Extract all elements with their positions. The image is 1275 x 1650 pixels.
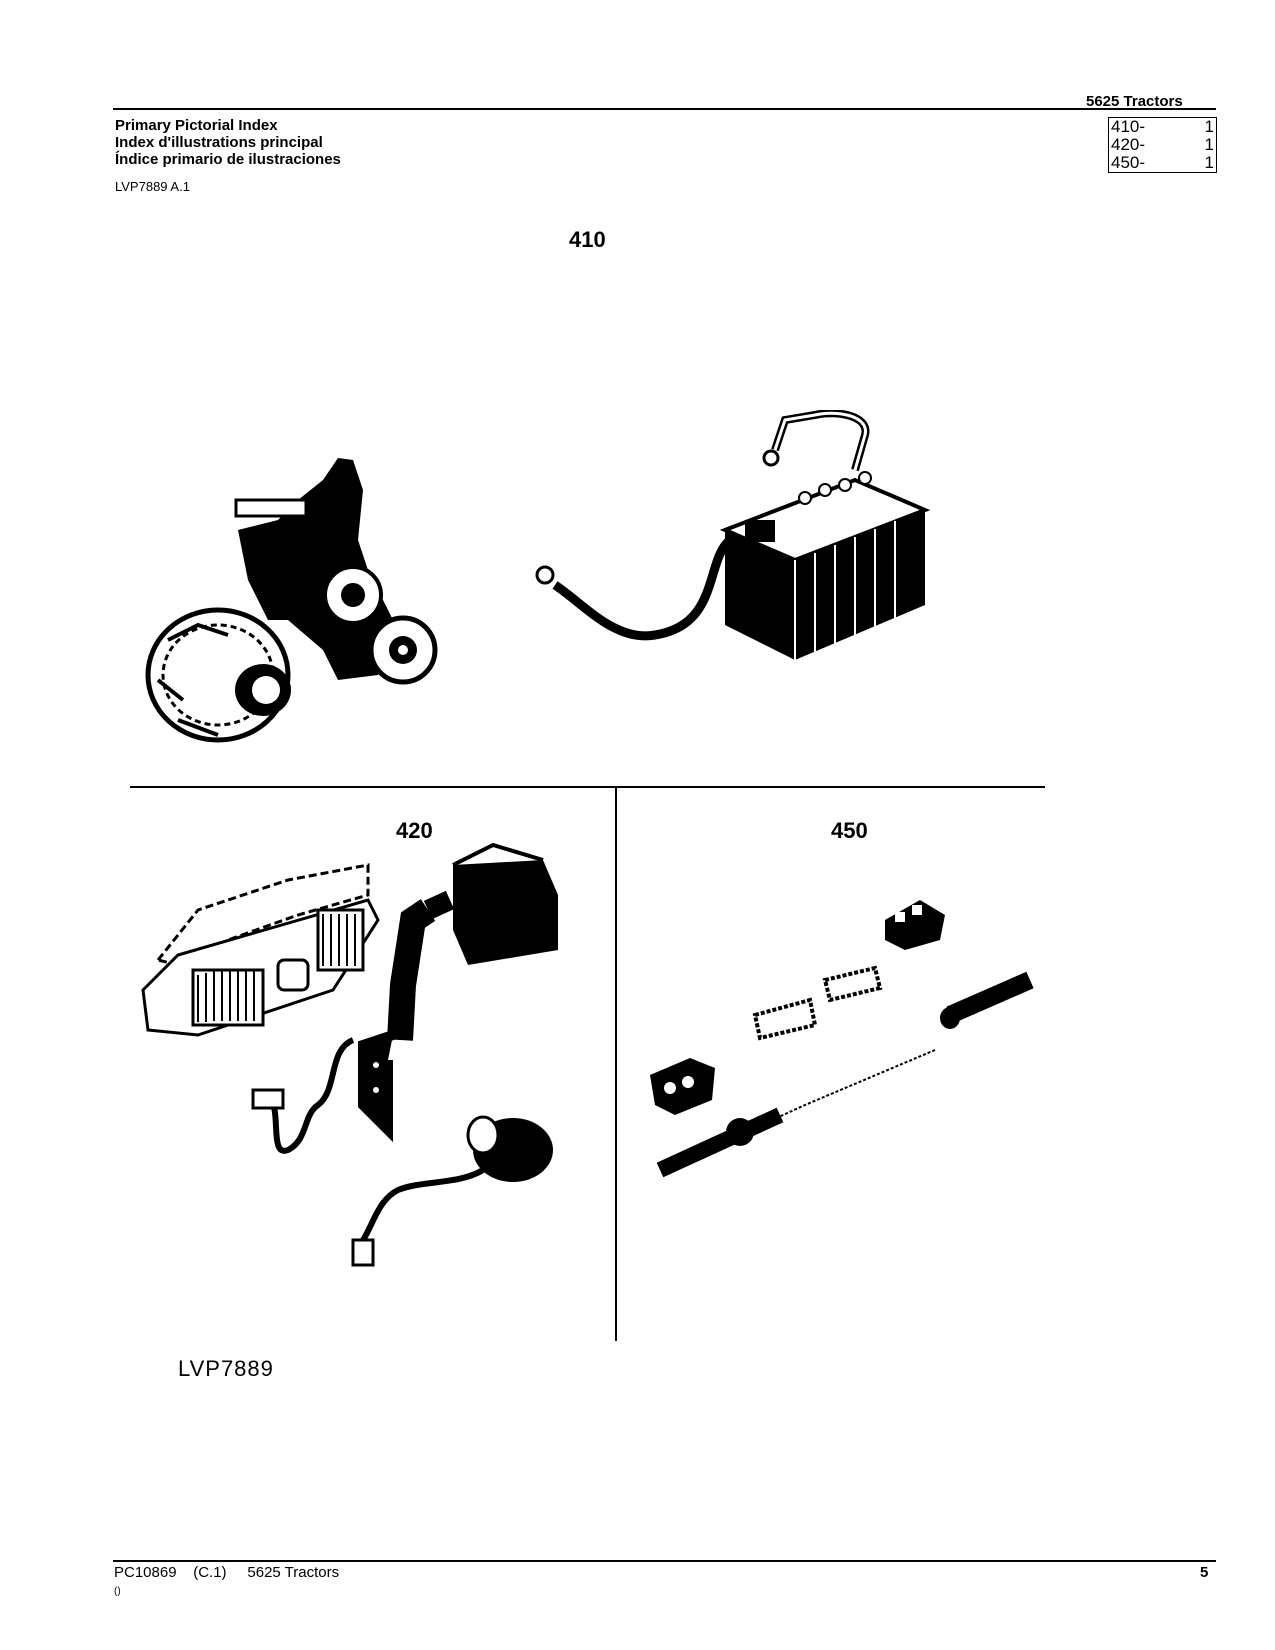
alternator-bracket-illustration[interactable] [138,450,448,760]
footer-subnote: () [114,1586,121,1597]
index-page: 1 [1204,117,1214,136]
title-french: Index d'illustrations principal [115,134,323,151]
title-spanish: Índice primario de ilustraciones [115,151,341,168]
figure-420-label[interactable]: 420 [396,818,433,843]
battery-with-cables-illustration[interactable] [535,410,940,670]
index-code: 420- [1111,135,1146,154]
index-row[interactable]: 420- 1 [1109,136,1216,154]
title-english: Primary Pictorial Index [115,117,278,134]
connectors-and-sleeves-illustration[interactable] [640,890,1045,1235]
header-rule [113,108,1216,110]
index-table: 410- 1 420- 1 450- 1 [1108,117,1217,173]
index-page: 1 [1204,153,1214,172]
footer-document-info: PC10869 (C.1) 5625 Tractors [114,1564,340,1581]
figure-divider-horizontal [130,786,1045,788]
index-page: 1 [1204,135,1214,154]
index-row[interactable]: 410- 1 [1109,118,1216,136]
index-row[interactable]: 450- 1 [1109,154,1216,172]
drawing-id: LVP7889 [178,1356,274,1381]
reference-code: LVP7889 A.1 [115,179,190,194]
footer-rule [113,1560,1216,1562]
page-titles: Primary Pictorial Index Index d'illustra… [115,117,341,168]
header-title: 5625 Tractors [1086,93,1183,110]
figure-410-label[interactable]: 410 [569,227,606,252]
page-number: 5 [1200,1564,1209,1581]
index-code: 450- [1111,153,1146,172]
figure-450-label[interactable]: 450 [831,818,868,843]
index-code: 410- [1111,117,1146,136]
figure-divider-vertical [615,786,617,1341]
grille-harness-horn-illustration[interactable] [138,840,598,1325]
